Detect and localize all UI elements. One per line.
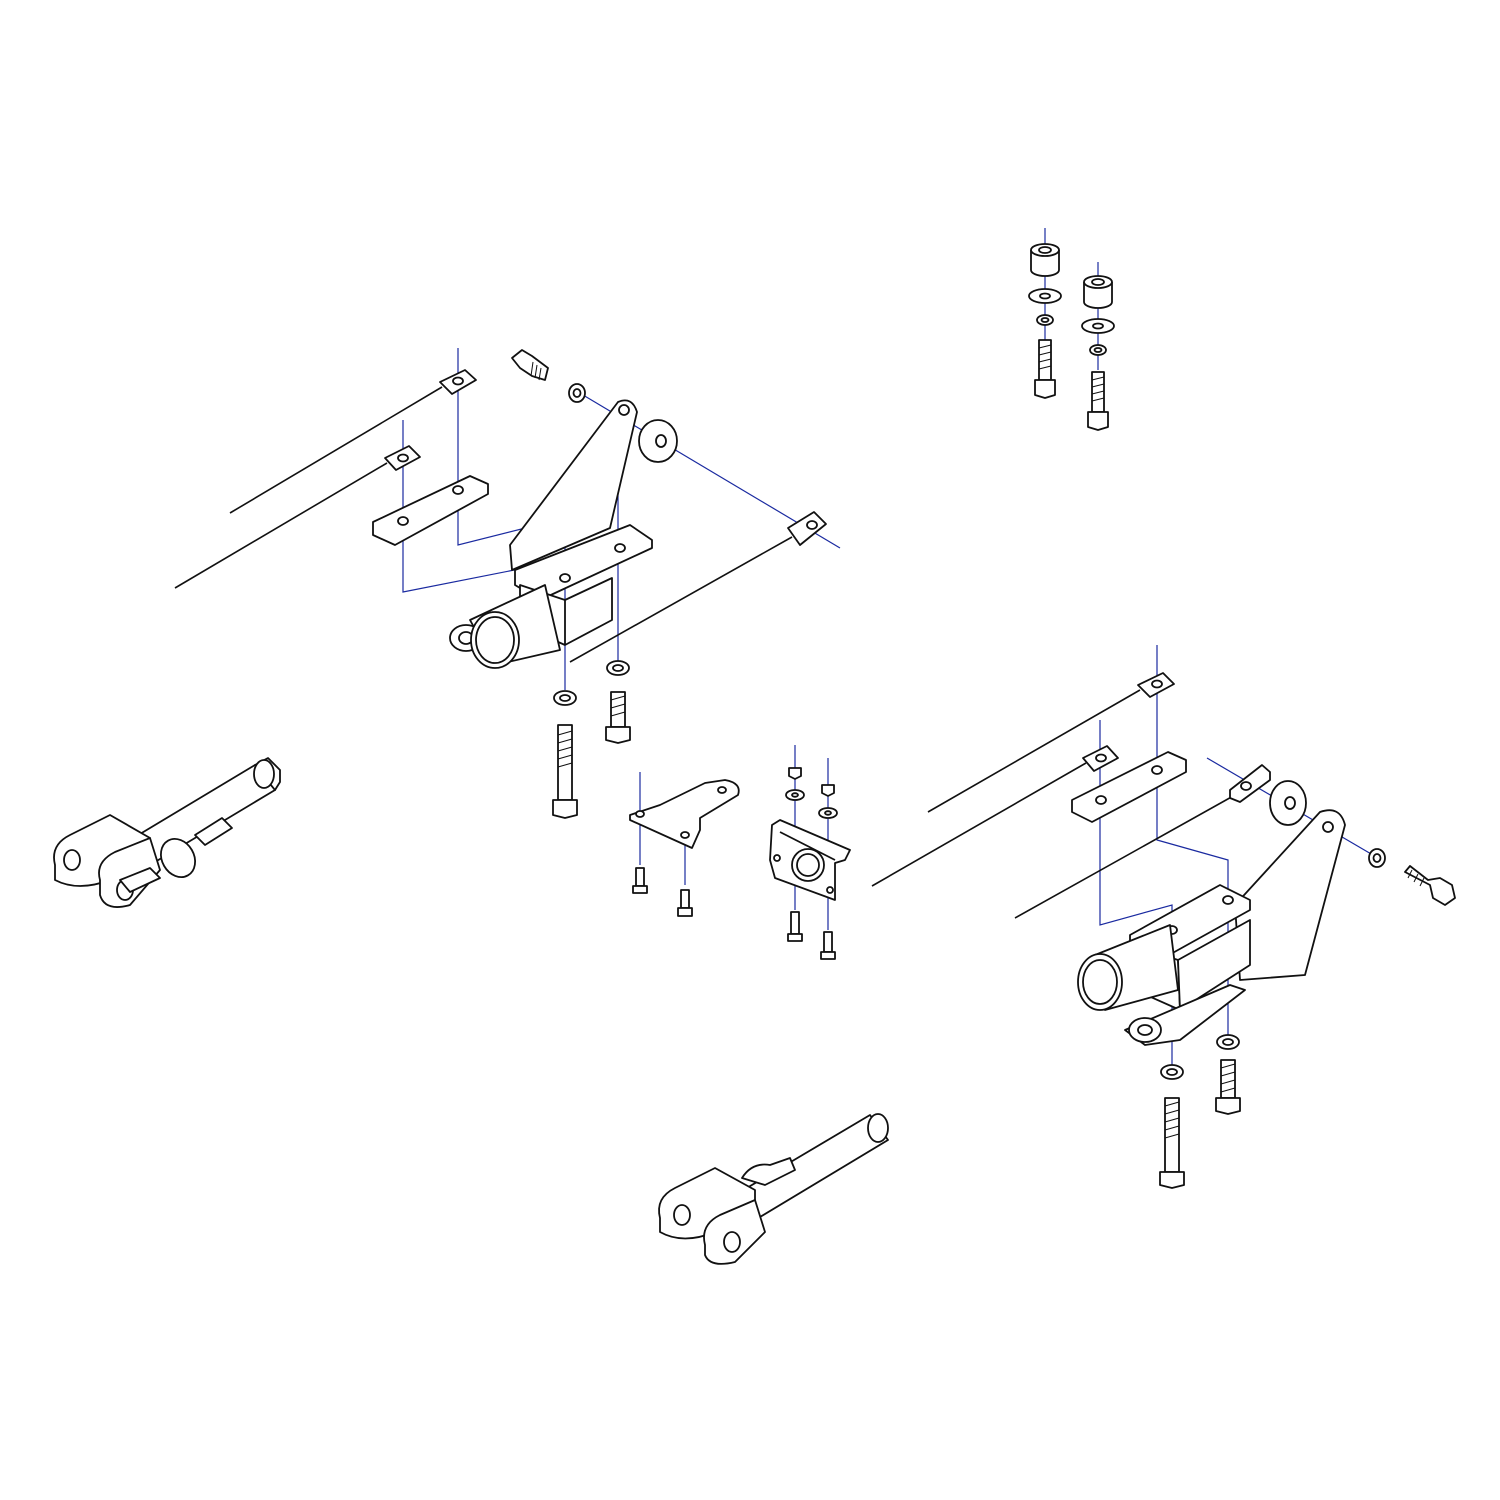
- lynch-pin: [741, 1157, 796, 1186]
- long-hex-bolt: [1159, 1097, 1185, 1189]
- lock-washer: [1036, 314, 1054, 326]
- flat-washer: [818, 807, 838, 819]
- mounting-plate: [372, 475, 489, 546]
- receiver-tube: [449, 584, 561, 669]
- flat-washer: [1028, 288, 1062, 304]
- wire: [927, 689, 1141, 813]
- nut: [821, 784, 835, 797]
- mounting-plate: [1071, 751, 1187, 823]
- wire: [1014, 794, 1236, 919]
- screw: [787, 911, 803, 942]
- wire-tab: [1082, 745, 1119, 772]
- short-hex-bolt: [605, 691, 631, 744]
- wire-tab: [384, 445, 421, 471]
- spacer-bolt-kit: [1028, 228, 1115, 431]
- lynch-pin: [160, 817, 233, 878]
- lock-washer: [568, 383, 586, 403]
- large-washer: [1269, 780, 1307, 826]
- lock-washer: [1216, 1034, 1240, 1050]
- main-bracket: [1124, 809, 1346, 1046]
- wire-tab: [787, 511, 827, 546]
- hex-bolt: [1404, 865, 1456, 906]
- lock-washer: [606, 660, 630, 676]
- right-bracket-assembly: [871, 645, 1456, 1189]
- bottom-clevis-pin: [658, 1113, 889, 1265]
- wire: [174, 462, 388, 589]
- wire-tab: [1137, 672, 1175, 698]
- screw: [632, 867, 648, 894]
- nut: [788, 767, 802, 780]
- wire-tab: [1229, 764, 1271, 803]
- flat-washer: [1081, 318, 1115, 334]
- plug-mount-bracket: [629, 772, 740, 917]
- screw: [677, 889, 693, 917]
- left-clevis-pin: [53, 757, 281, 908]
- wire: [569, 536, 793, 663]
- wire: [871, 762, 1087, 887]
- guide-line: [402, 420, 566, 593]
- wire-tab: [439, 369, 477, 395]
- lock-washer: [553, 690, 577, 706]
- left-bracket-assembly: [174, 348, 841, 819]
- flat-washer: [785, 789, 805, 801]
- lock-washer: [1160, 1064, 1184, 1080]
- hex-bolt: [1034, 339, 1056, 399]
- short-hex-bolt: [1215, 1059, 1241, 1115]
- long-hex-bolt: [552, 724, 578, 819]
- hex-bolt: [1087, 371, 1109, 431]
- hex-bolt: [511, 349, 549, 381]
- spacer: [1030, 243, 1060, 277]
- socket-bracket: [769, 745, 851, 960]
- screw: [820, 931, 836, 960]
- receiver-tube: [1077, 924, 1179, 1011]
- large-washer: [638, 419, 678, 463]
- wire: [229, 386, 443, 514]
- lock-washer: [1089, 344, 1107, 356]
- lock-washer: [1368, 848, 1386, 868]
- main-bracket: [509, 399, 653, 646]
- spacer: [1083, 275, 1113, 309]
